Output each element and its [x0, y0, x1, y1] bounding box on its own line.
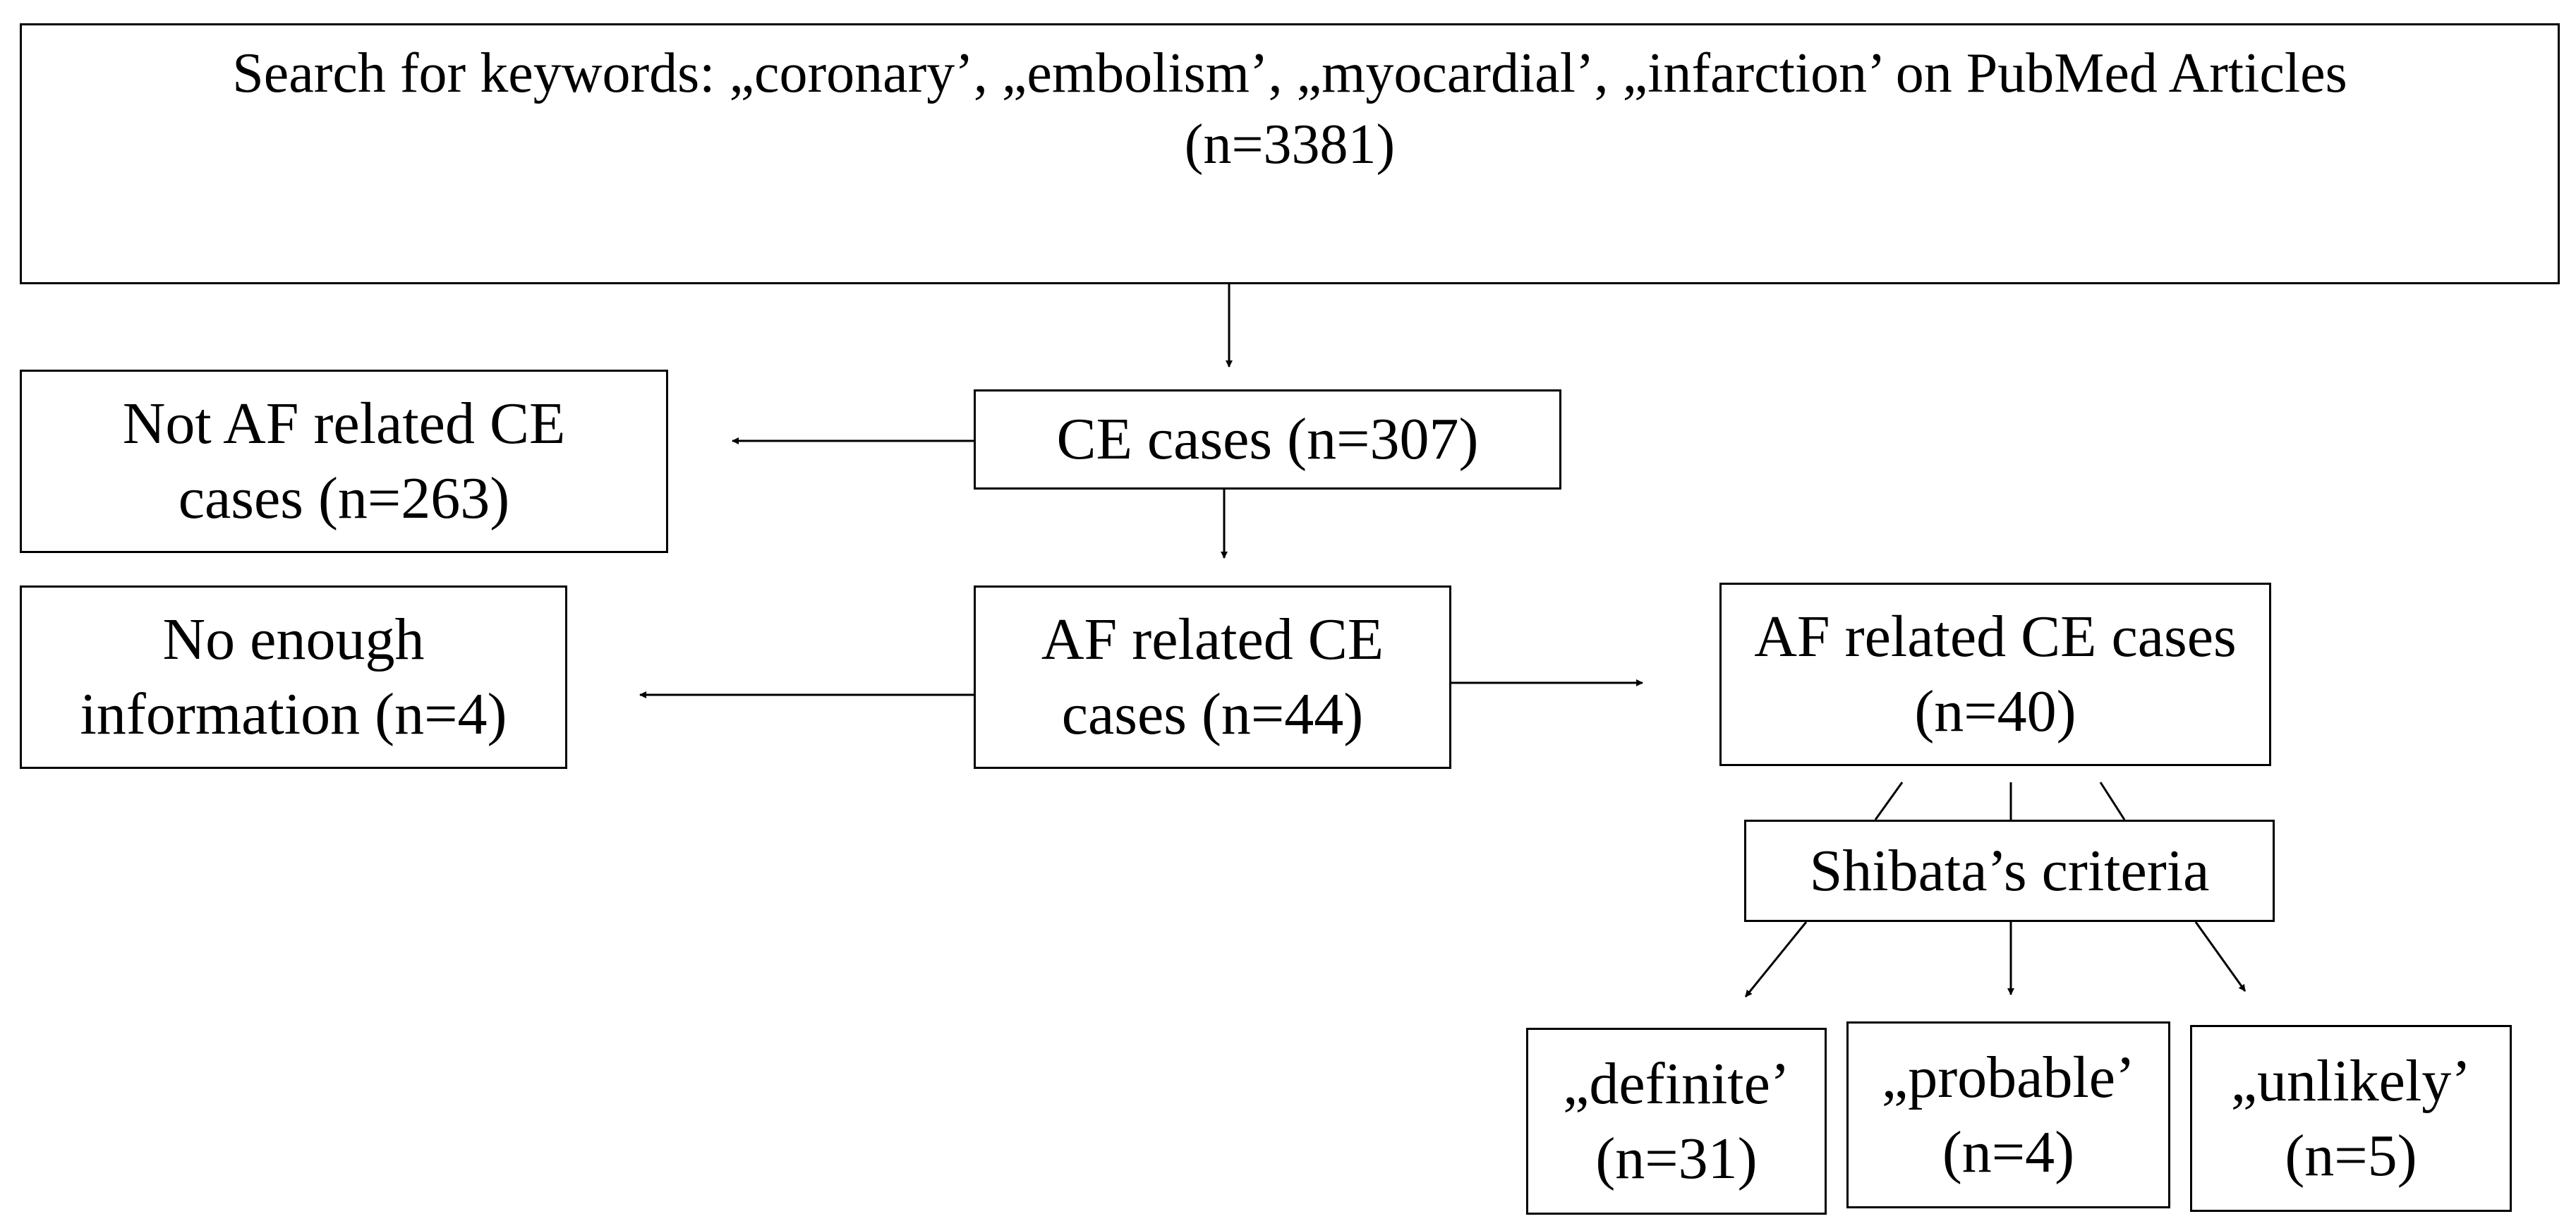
not-af-related-box: Not AF related CE cases (n=263) — [20, 370, 668, 553]
ce-cases-box: CE cases (n=307) — [974, 389, 1561, 490]
definite-text: „definite’ — [1563, 1050, 1790, 1117]
definite-box: „definite’ (n=31) — [1526, 1028, 1827, 1215]
af-related-40-box: AF related CE cases (n=40) — [1719, 583, 2271, 766]
not-af-related-text: Not AF related CE — [122, 391, 566, 457]
shibata-criteria-text: Shibata’s criteria — [1809, 837, 2210, 904]
af-related-count: cases (n=44) — [1061, 681, 1364, 747]
unlikely-box: „unlikely’ (n=5) — [2190, 1025, 2512, 1212]
af-related-text: AF related CE — [1041, 607, 1384, 673]
af-related-40-text: AF related CE cases — [1754, 604, 2237, 670]
not-af-related-count: cases (n=263) — [178, 466, 510, 531]
search-keywords-count: (n=3381) — [1184, 113, 1396, 176]
unlikely-count: (n=5) — [2285, 1122, 2417, 1189]
no-enough-information-box: No enough information (n=4) — [20, 585, 567, 769]
probable-text: „probable’ — [1881, 1044, 2136, 1110]
probable-count: (n=4) — [1942, 1119, 2075, 1185]
af-related-box: AF related CE cases (n=44) — [974, 585, 1451, 769]
arrow-shibata-to-definite — [1744, 921, 1808, 997]
definite-count: (n=31) — [1595, 1125, 1758, 1191]
search-keywords-text: Search for keywords: „coronary’, „emboli… — [232, 42, 2347, 104]
probable-box: „probable’ (n=4) — [1846, 1021, 2170, 1208]
no-enough-information-count: information (n=4) — [80, 681, 507, 747]
unlikely-text: „unlikely’ — [2230, 1048, 2472, 1114]
search-keywords-box: Search for keywords: „coronary’, „emboli… — [20, 23, 2560, 284]
line-af-40-to-shibata-right — [2099, 782, 2126, 820]
ce-cases-text: CE cases (n=307) — [1056, 406, 1479, 473]
af-related-40-count: (n=40) — [1914, 679, 2076, 744]
arrow-shibata-to-unlikely — [2194, 921, 2247, 992]
no-enough-information-text: No enough — [162, 607, 425, 673]
line-af-40-to-shibata-left — [1874, 782, 1904, 820]
shibata-criteria-box: Shibata’s criteria — [1744, 820, 2275, 922]
